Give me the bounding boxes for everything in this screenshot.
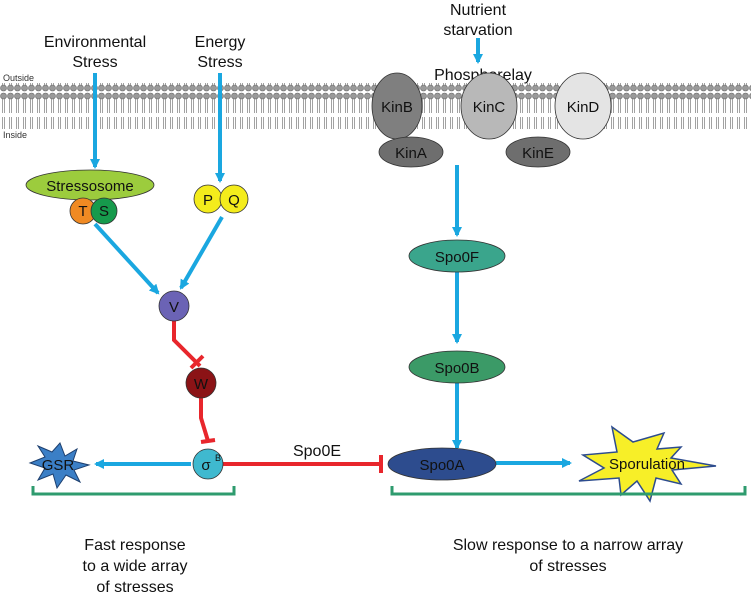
kind-label: KinD: [567, 99, 600, 116]
spo0a-label: Spo0A: [419, 457, 464, 474]
spo0f-label: Spo0F: [435, 249, 479, 266]
gsr-label: GSR: [42, 457, 75, 474]
v-protein: [158, 290, 190, 322]
w-protein: [185, 367, 217, 399]
inhibition-bar-w: [189, 354, 205, 370]
spo0e-label: Spo0E: [293, 443, 341, 460]
kinc-label: KinC: [473, 99, 506, 116]
inhibition-v-to-w: [172, 321, 202, 368]
p-label: P: [203, 192, 213, 209]
kind-protein: [554, 72, 612, 140]
energy-stress-label-line1: Energy: [195, 34, 246, 51]
v-label: V: [169, 299, 179, 316]
fast-response-caption-line2: to a wide array: [83, 558, 188, 575]
sigma-b-superscript: B: [215, 453, 221, 463]
spo0b-protein: [408, 350, 506, 384]
bracket-slow: [390, 486, 747, 496]
environmental-stress-label-line1: Environmental: [44, 34, 146, 51]
fast-response-caption-line3: of stresses: [96, 579, 173, 596]
kinb-label: KinB: [381, 99, 413, 116]
environmental-stress-label-line2: Stress: [72, 54, 117, 71]
kine-label: KinE: [522, 145, 554, 162]
inhibition-lines: [172, 321, 383, 473]
inside-label: Inside: [3, 130, 27, 140]
nutrient-starvation-label-line1: Nutrient: [450, 2, 507, 19]
s-protein: [90, 197, 118, 225]
spo0b-label: Spo0B: [434, 360, 479, 377]
kina-protein: [378, 136, 444, 168]
spo0f-protein: [408, 239, 506, 273]
sporulation-star: [578, 425, 717, 503]
sigma-b-label: σ: [201, 457, 211, 474]
stressosome-label: Stressosome: [46, 178, 134, 195]
bracket-fast: [31, 486, 236, 496]
arrow-ts-to-v: [93, 222, 160, 295]
spo0a-protein: [387, 447, 497, 481]
slow-response-caption-line1: Slow response to a narrow array: [453, 537, 683, 554]
activation-arrows: [90, 38, 572, 469]
q-label: Q: [228, 192, 240, 209]
inhibition-w-to-sigmab: [199, 397, 210, 442]
fast-response-caption-line1: Fast response: [84, 537, 185, 554]
nutrient-starvation-label-line2: starvation: [443, 22, 512, 39]
outside-label: Outside: [3, 73, 34, 83]
sigma-b-factor: [192, 448, 224, 480]
w-label: W: [194, 376, 209, 393]
arrow-pq-to-v: [179, 215, 224, 290]
inhibition-bar-sigmab: [200, 438, 216, 444]
s-label: S: [99, 203, 109, 220]
energy-stress-label-line2: Stress: [197, 54, 242, 71]
kinc-protein: [460, 72, 518, 140]
kina-label: KinA: [395, 145, 427, 162]
q-protein: [219, 184, 249, 214]
t-label: T: [78, 203, 87, 220]
sporulation-label: Sporulation: [609, 456, 685, 473]
kine-protein: [505, 136, 571, 168]
gsr-star: [28, 442, 91, 490]
slow-response-caption-line2: of stresses: [529, 558, 606, 575]
